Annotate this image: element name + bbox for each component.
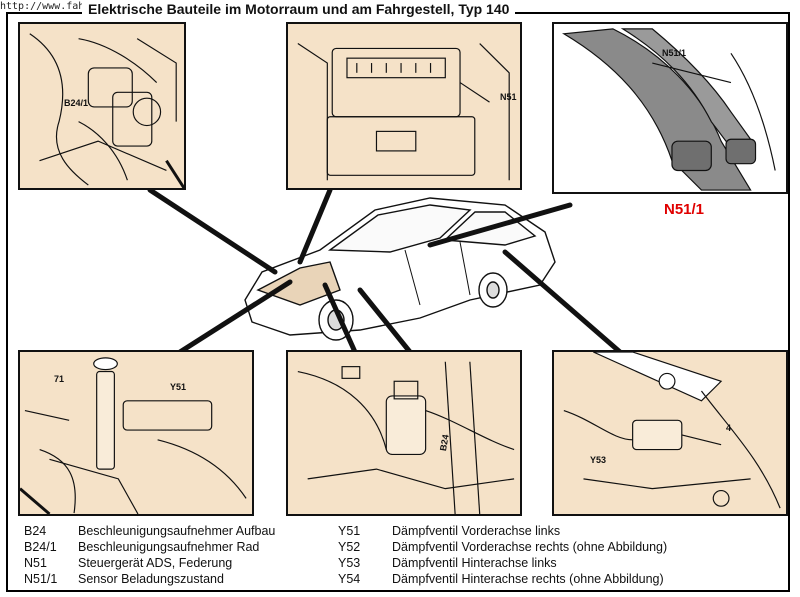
- legend-code: N51: [24, 556, 47, 570]
- callout-71: 71: [54, 374, 65, 384]
- legend-code: B24/1: [24, 540, 57, 554]
- legend-code: N51/1: [24, 572, 58, 586]
- callout-4: 4: [726, 423, 732, 433]
- photo-load-sensor: N51/1: [552, 22, 788, 194]
- photo-damper-valve-rear-left: Y53 4: [552, 350, 788, 516]
- legend-row: N51 Steuergerät ADS, Federung: [24, 555, 275, 571]
- legend-code: Y52: [338, 540, 361, 554]
- photo-body-accelerometer: B24: [286, 350, 522, 516]
- car-illustration: [244, 197, 556, 341]
- legend-code: B24: [24, 524, 47, 538]
- legend-code: Y51: [338, 524, 361, 538]
- legend-text: Steuergerät ADS, Federung: [78, 556, 233, 570]
- legend-text: Dämpfventil Vorderachse links: [392, 524, 561, 538]
- legend-row: Y52 Dämpfventil Vorderachse rechts (ohne …: [338, 539, 667, 555]
- legend-row: Y51 Dämpfventil Vorderachse links: [338, 523, 667, 539]
- callout-n51: N51: [500, 92, 517, 102]
- callout-b24-1: B24/1: [64, 98, 89, 108]
- callout-y51: Y51: [170, 382, 187, 392]
- legend-row: Y54 Dämpfventil Hinterachse rechts (ohne …: [338, 571, 667, 587]
- legend-text: Dämpfventil Hinterachse rechts (ohne Abb…: [392, 572, 664, 586]
- legend-left: B24 Beschleunigungsaufnehmer Aufbau B24/1…: [24, 523, 275, 587]
- photo-damper-valve-front-left: 71 Y51: [18, 350, 254, 516]
- photo-ads-control-unit: N51: [286, 22, 522, 190]
- legend-code: Y54: [338, 572, 361, 586]
- photo-front-wheel-sensor: B24/1: [18, 22, 186, 190]
- callout-n51-1-photo: N51/1: [662, 48, 687, 58]
- legend-text: Sensor Beladungszustand: [78, 572, 224, 586]
- leader-lines: [147, 187, 623, 355]
- legend-text: Beschleunigungsaufnehmer Rad: [78, 540, 260, 554]
- legend-text: Dämpfventil Hinterachse links: [392, 556, 557, 570]
- diagram-title: Elektrische Bauteile im Motorraum und am…: [82, 0, 516, 18]
- legend-row: N51/1 Sensor Beladungszustand: [24, 571, 275, 587]
- legend-text: Beschleunigungsaufnehmer Aufbau: [78, 524, 276, 538]
- callout-n51-1-highlight: N51/1: [664, 201, 705, 218]
- legend-row: B24/1 Beschleunigungsaufnehmer Rad: [24, 539, 275, 555]
- callout-y53: Y53: [590, 455, 607, 465]
- legend-code: Y53: [338, 556, 361, 570]
- legend-text: Dämpfventil Vorderachse rechts (ohne Abb…: [392, 540, 668, 554]
- legend-row: B24 Beschleunigungsaufnehmer Aufbau: [24, 523, 275, 539]
- legend-row: Y53 Dämpfventil Hinterachse links: [338, 555, 667, 571]
